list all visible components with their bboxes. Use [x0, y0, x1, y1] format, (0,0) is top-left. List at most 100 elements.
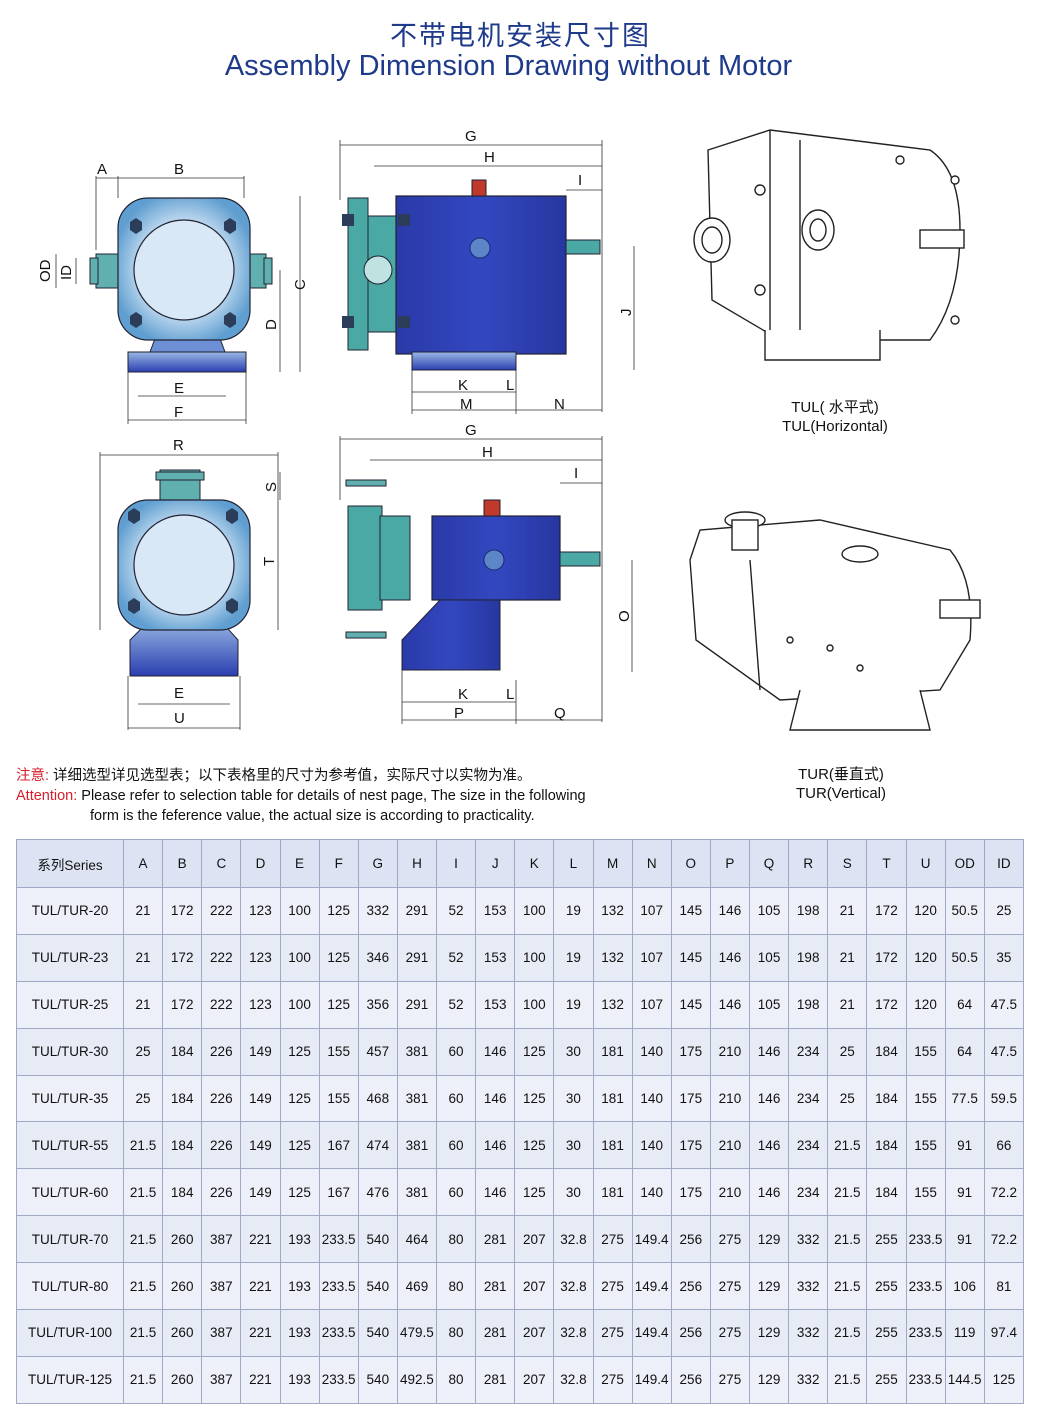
- table-cell: 146: [709, 980, 751, 1029]
- table-cell: 153: [475, 980, 516, 1029]
- column-header: H: [396, 839, 438, 888]
- table-cell: 181: [592, 1074, 633, 1123]
- table-cell: 125: [279, 1121, 320, 1170]
- table-cell: TUL/TUR-55: [16, 1121, 124, 1170]
- column-header: 系列Series: [16, 839, 124, 888]
- label-k-top: K: [458, 377, 468, 394]
- table-cell: 119: [944, 1309, 985, 1357]
- table-cell: 19: [553, 887, 594, 935]
- table-cell: 155: [318, 1074, 359, 1123]
- table-cell: 52: [435, 887, 477, 935]
- table-cell: 221: [240, 1309, 281, 1357]
- table-cell: 476: [357, 1168, 398, 1217]
- table-cell: 19: [553, 933, 594, 982]
- table-cell: 47.5: [983, 980, 1025, 1029]
- label-m: M: [460, 396, 473, 413]
- table-cell: 120: [905, 980, 946, 1029]
- table-cell: 146: [475, 1027, 516, 1076]
- table-cell: 175: [670, 1121, 711, 1170]
- column-header: OD: [944, 839, 985, 888]
- column-header: I: [435, 839, 477, 888]
- table-cell: 222: [201, 933, 242, 982]
- table-cell: 275: [709, 1262, 751, 1311]
- table-cell: 260: [162, 1355, 203, 1404]
- table-cell: 107: [631, 887, 672, 935]
- column-header: B: [162, 839, 203, 888]
- table-cell: 275: [592, 1355, 633, 1404]
- table-cell: 207: [514, 1215, 555, 1264]
- table-cell: 149: [240, 1121, 281, 1170]
- table-cell: 80: [435, 1309, 477, 1357]
- label-q: Q: [554, 705, 566, 722]
- table-cell: 21: [122, 887, 164, 935]
- table-cell: 207: [514, 1262, 555, 1311]
- table-cell: 233.5: [905, 1262, 946, 1311]
- table-cell: 129: [748, 1215, 790, 1264]
- table-cell: 21.5: [827, 1355, 868, 1404]
- label-h-bottom: H: [482, 444, 493, 461]
- table-cell: 149.4: [631, 1262, 672, 1311]
- table-cell: 172: [866, 980, 907, 1029]
- label-n: N: [554, 396, 565, 413]
- table-cell: 222: [201, 980, 242, 1029]
- table-cell: 233.5: [905, 1355, 946, 1404]
- table-cell: 80: [435, 1215, 477, 1264]
- table-cell: 468: [357, 1074, 398, 1123]
- table-cell: 132: [592, 980, 633, 1029]
- column-header: C: [201, 839, 242, 888]
- column-header: K: [514, 839, 555, 888]
- table-cell: 221: [240, 1262, 281, 1311]
- table-cell: 233.5: [905, 1309, 946, 1357]
- table-cell: 100: [514, 980, 555, 1029]
- table-cell: 47.5: [983, 1027, 1025, 1076]
- table-cell: 107: [631, 980, 672, 1029]
- table-cell: 25: [122, 1074, 164, 1123]
- table-cell: 479.5: [396, 1309, 438, 1357]
- table-cell: 25: [122, 1027, 164, 1076]
- table-cell: 184: [866, 1027, 907, 1076]
- table-cell: 155: [905, 1168, 946, 1217]
- table-cell: 181: [592, 1168, 633, 1217]
- table-cell: 153: [475, 887, 516, 935]
- table-cell: 222: [201, 887, 242, 935]
- table-cell: 540: [357, 1309, 398, 1357]
- table-cell: 120: [905, 887, 946, 935]
- table-cell: 207: [514, 1309, 555, 1357]
- table-cell: 172: [866, 933, 907, 982]
- table-cell: 25: [827, 1027, 868, 1076]
- table-cell: 132: [592, 887, 633, 935]
- page-title-cn: 不带电机安装尺寸图: [390, 21, 651, 52]
- table-cell: 226: [201, 1121, 242, 1170]
- label-i-bottom: I: [574, 465, 578, 482]
- table-cell: 181: [592, 1121, 633, 1170]
- table-cell: 175: [670, 1074, 711, 1123]
- table-cell: TUL/TUR-35: [16, 1074, 124, 1123]
- table-cell: 149: [240, 1027, 281, 1076]
- table-cell: 234: [788, 1121, 829, 1170]
- table-cell: 21: [122, 933, 164, 982]
- table-cell: 281: [475, 1215, 516, 1264]
- table-cell: 25: [827, 1074, 868, 1123]
- table-cell: 125: [514, 1121, 555, 1170]
- label-id: ID: [58, 265, 75, 280]
- table-cell: 91: [944, 1215, 985, 1264]
- label-b: B: [174, 161, 184, 178]
- table-cell: 144.5: [944, 1355, 985, 1404]
- pump-vertical-illustration: [689, 511, 981, 731]
- table-cell: 30: [553, 1121, 594, 1170]
- note-cn-label: 注意:: [16, 768, 50, 784]
- table-cell: 198: [788, 887, 829, 935]
- column-header: A: [122, 839, 164, 888]
- table-cell: 30: [553, 1074, 594, 1123]
- table-cell: 50.5: [944, 933, 985, 982]
- column-header: D: [240, 839, 281, 888]
- table-cell: 32.8: [553, 1309, 594, 1357]
- table-cell: 474: [357, 1121, 398, 1170]
- table-cell: 387: [201, 1215, 242, 1264]
- table-cell: 356: [357, 980, 398, 1029]
- table-cell: 256: [670, 1309, 711, 1357]
- table-cell: 80: [435, 1355, 477, 1404]
